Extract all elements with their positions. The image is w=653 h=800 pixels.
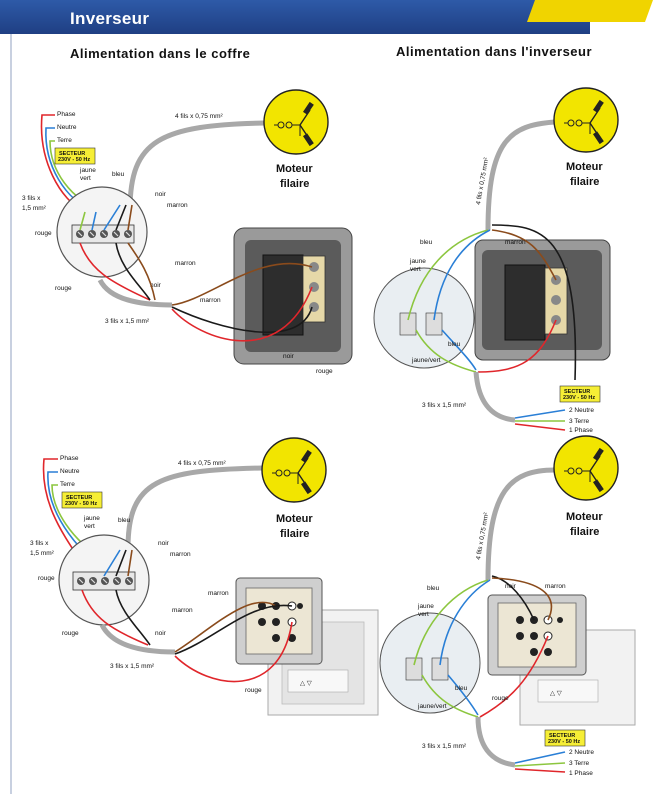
label-n2-tr: 2 Neutre	[569, 407, 594, 414]
label-neutre: Neutre	[57, 124, 77, 131]
label-vert-br: vert	[418, 611, 429, 618]
motor-label-bl-2: filaire	[280, 528, 309, 540]
secteur-label-br: SECTEUR	[549, 733, 575, 739]
label-bleu-br: bleu	[427, 585, 440, 592]
label-rouge-bl-3: rouge	[245, 687, 262, 694]
label-rouge-tl-3: rouge	[316, 368, 333, 375]
section-title-left: Alimentation dans le coffre	[70, 46, 250, 61]
label-jaune-tl: jaune	[79, 167, 96, 174]
svg-text:△ ▽: △ ▽	[300, 680, 313, 687]
label-vert-tr: vert	[410, 266, 421, 273]
label-phase-bl: Phase	[60, 455, 79, 462]
header-bar	[0, 0, 590, 34]
label-noir-br: noir	[505, 583, 517, 590]
label-bleu-tr-2: bleu	[448, 341, 461, 348]
motor-label-2: filaire	[280, 178, 309, 190]
label-n1-br: 1 Phase	[569, 770, 593, 777]
label-marron-tl-3: marron	[200, 297, 221, 304]
motor-symbol-br	[553, 435, 619, 501]
cable-3-split-b: 1,5 mm²	[22, 205, 47, 212]
cable-3-split-a-bl: 3 fils x	[30, 540, 49, 547]
label-marron-bl-3: marron	[208, 590, 229, 597]
label-marron-tl: marron	[167, 202, 188, 209]
cable-3-split-a: 3 fils x	[22, 195, 41, 202]
motor-symbol	[263, 89, 329, 155]
label-marron-bl: marron	[170, 551, 191, 558]
label-jaune-br: jaune	[417, 603, 434, 610]
label-rouge-tl-2: rouge	[55, 285, 72, 292]
diagram-top-right: 4 fils x 0,75 mm² Moteur filaire bleu ma…	[373, 87, 619, 434]
motor-label-bl-1: Moteur	[276, 513, 313, 525]
label-noir-tl: noir	[155, 191, 167, 198]
cable-3-label-br: 3 fils x 1,5 mm²	[422, 743, 467, 750]
page-title: Inverseur	[70, 9, 150, 28]
motor-label-tr-2: filaire	[570, 176, 599, 188]
diagram-bottom-left: 4 fils x 0,75 mm² Moteur filaire Phase N…	[30, 437, 379, 716]
secteur-spec: 230V - 50 Hz	[58, 157, 90, 163]
label-marron-tl-2: marron	[175, 260, 196, 267]
label-rouge-bl-2: rouge	[62, 630, 79, 637]
label-noir-bl-2: noir	[155, 630, 167, 637]
cable-4-label-bl: 4 fils x 0,75 mm²	[178, 460, 227, 467]
label-bleu-tr: bleu	[420, 239, 433, 246]
label-n3-tr: 3 Terre	[569, 418, 589, 425]
motor-label-1: Moteur	[276, 163, 313, 175]
motor-label-br-2: filaire	[570, 526, 599, 538]
label-neutre-bl: Neutre	[60, 468, 80, 475]
label-marron-br: marron	[545, 583, 566, 590]
label-jaune-tr: jaune	[409, 258, 426, 265]
label-n2-br: 2 Neutre	[569, 749, 594, 756]
label-marron-bl-2: marron	[172, 607, 193, 614]
secteur-label-tr: SECTEUR	[564, 389, 590, 395]
secteur-label: SECTEUR	[59, 151, 85, 157]
cable-4-label: 4 fils x 0,75 mm²	[175, 113, 224, 120]
cable-3-label-tl: 3 fils x 1,5 mm²	[105, 318, 150, 325]
label-jaune-vert-tr: jaune/vert	[411, 357, 441, 364]
label-noir-bl: noir	[158, 540, 170, 547]
secteur-spec-bl: 230V - 50 Hz	[65, 501, 97, 507]
secteur-label-bl: SECTEUR	[66, 495, 92, 501]
label-rouge-tl: rouge	[35, 230, 52, 237]
label-terre: Terre	[57, 137, 72, 144]
secteur-spec-tr: 230V - 50 Hz	[563, 395, 595, 401]
label-vert-bl: vert	[84, 523, 95, 530]
svg-text:△ ▽: △ ▽	[550, 690, 563, 697]
motor-symbol-tr	[553, 87, 619, 153]
label-jaune-bl: jaune	[83, 515, 100, 522]
label-n3-br: 3 Terre	[569, 760, 589, 767]
label-rouge-bl: rouge	[38, 575, 55, 582]
cable-3-split-b-bl: 1,5 mm²	[30, 550, 55, 557]
secteur-spec-br: 230V - 50 Hz	[548, 739, 580, 745]
label-vert-tl: vert	[80, 175, 91, 182]
label-noir-tl-2: noir	[150, 282, 162, 289]
label-marron-tr: marron	[505, 239, 526, 246]
label-noir-tl-3: noir	[283, 353, 295, 360]
label-n1-tr: 1 Phase	[569, 427, 593, 434]
motor-symbol-bl	[261, 437, 327, 503]
label-bleu-bl: bleu	[118, 517, 131, 524]
label-rouge-br: rouge	[492, 695, 509, 702]
diagram-top-left: 4 fils x 0,75 mm² Moteur filaire Phase N…	[22, 89, 353, 375]
label-terre-bl: Terre	[60, 481, 75, 488]
frame-line	[10, 34, 12, 794]
cable-3-label-tr: 3 fils x 1,5 mm²	[422, 402, 467, 409]
label-jaune-vert-br: jaune/vert	[417, 703, 447, 710]
label-bleu-tl: bleu	[112, 171, 125, 178]
diagram-bottom-right: 4 fils x 0,75 mm² Moteur filaire △ ▽ ble…	[379, 435, 636, 777]
section-title-right: Alimentation dans l'inverseur	[396, 44, 592, 59]
label-bleu-br-2: bleu	[455, 685, 468, 692]
label-phase: Phase	[57, 111, 76, 118]
cable-3-label-bl: 3 fils x 1,5 mm²	[110, 663, 155, 670]
motor-label-br-1: Moteur	[566, 511, 603, 523]
motor-label-tr-1: Moteur	[566, 161, 603, 173]
